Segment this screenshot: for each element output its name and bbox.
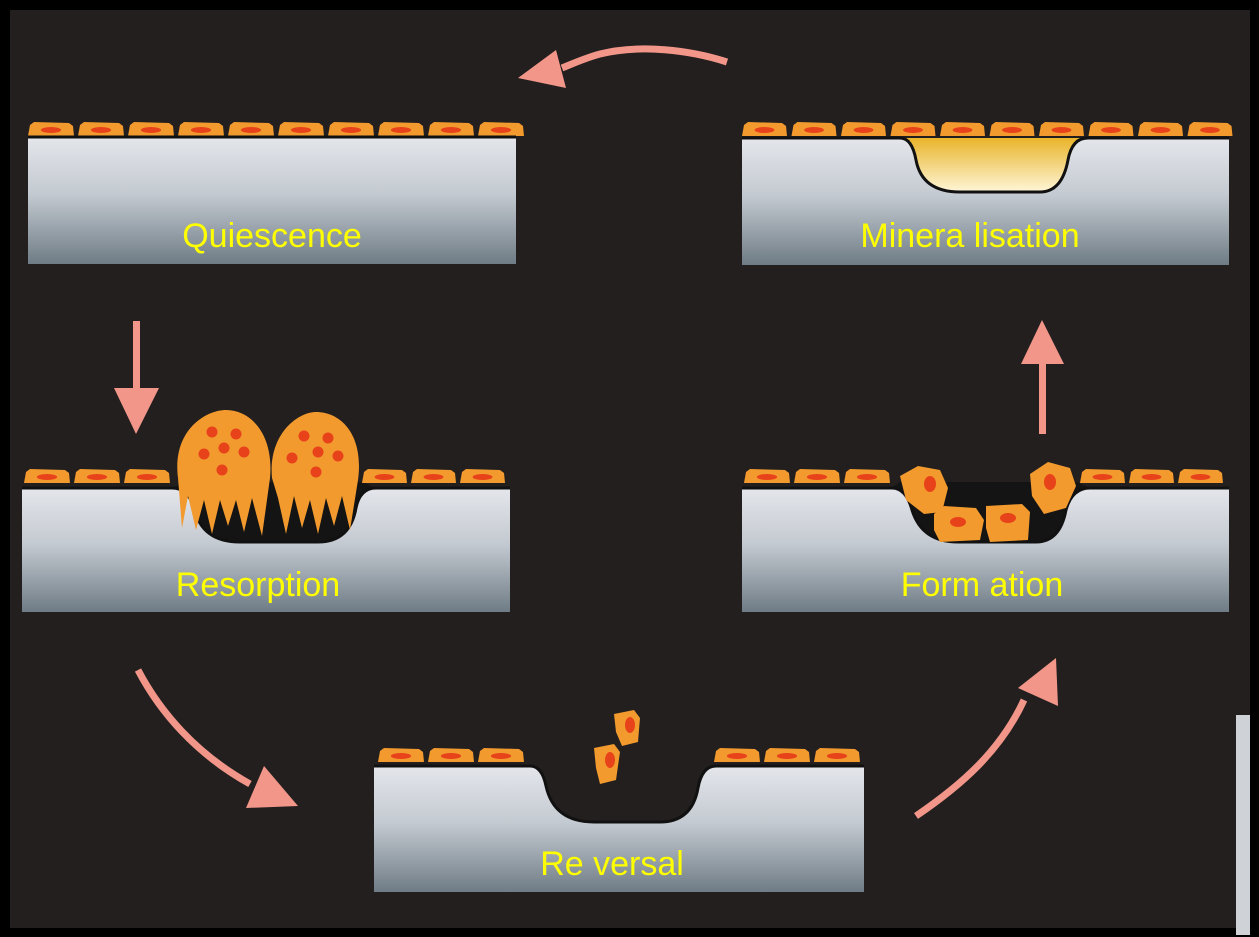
lining-cell-nucleus: [856, 474, 878, 480]
osteoblast: [900, 466, 948, 514]
bone-block: [374, 766, 864, 892]
lining-cell-nucleus: [290, 127, 312, 133]
lining-cell-nucleus: [36, 474, 58, 480]
osteoclast-nucleus: [238, 446, 250, 458]
osteoblast: [1030, 462, 1076, 514]
osteoclast-nucleus: [310, 466, 322, 478]
bone-surface: [742, 136, 1229, 194]
lining-cell-nucleus: [1101, 127, 1121, 133]
lining-cell-nucleus: [726, 753, 748, 759]
lining-cell-nucleus: [440, 127, 462, 133]
lining-cells-left: [24, 469, 170, 483]
lining-cell-nucleus: [1190, 474, 1211, 480]
osteoclast-nucleus: [198, 448, 210, 460]
stage-label-mineralisation: Minera lisation: [860, 217, 1079, 255]
lining-cell-nucleus: [1141, 474, 1162, 480]
osteoblast-nucleus: [950, 517, 966, 527]
bone-block: [28, 136, 516, 264]
lining-cell-nucleus: [1200, 127, 1220, 133]
lining-cell-nucleus: [86, 474, 108, 480]
osteoblast-nucleus: [1044, 474, 1056, 490]
stage-quiescence: Quiescence: [28, 122, 524, 264]
stage-mineralisation: Minera lisation: [742, 122, 1233, 265]
stage-resorption: Resorption: [22, 410, 510, 612]
lining-cell-nucleus: [952, 127, 973, 133]
lining-cell-nucleus: [490, 753, 512, 759]
osteoclast-nucleus: [218, 442, 230, 454]
stage-label-resorption: Resorption: [176, 566, 340, 604]
lining-cell-nucleus: [1051, 127, 1072, 133]
stage-reversal: Re versal: [374, 710, 864, 892]
lining-cell-nucleus: [472, 474, 493, 480]
lining-cell-nucleus: [490, 127, 512, 133]
osteoclast: [177, 410, 271, 536]
lining-cell-nucleus: [190, 127, 212, 133]
lining-cell-nucleus: [903, 127, 923, 133]
stage-label-reversal: Re versal: [540, 845, 684, 883]
lining-cells-right: [362, 469, 505, 483]
detached-cell: [594, 744, 620, 784]
lining-cell-nucleus: [136, 474, 158, 480]
osteoclast-nucleus: [332, 450, 344, 462]
lining-cell-nucleus: [140, 127, 162, 133]
stage-label-formation: Form ation: [901, 566, 1064, 604]
lining-cells: [28, 122, 524, 136]
osteoblast-nucleus: [924, 476, 936, 492]
bone-block: [742, 488, 1229, 612]
cycle-arrows: [114, 45, 1064, 819]
lining-cell-nucleus: [1092, 474, 1113, 480]
osteoclast-nucleus: [298, 430, 310, 442]
osteoclast-nucleus: [286, 452, 298, 464]
stage-formation: Form ation: [742, 462, 1229, 612]
bone-surface: [374, 764, 864, 824]
arrow-resorption-to-reversal: [134, 668, 298, 808]
bone-block: [22, 488, 510, 612]
lining-cell-nucleus: [340, 127, 362, 133]
cell-nucleus: [625, 717, 635, 733]
osteoclast-nucleus: [230, 428, 242, 440]
osteoclast-nucleus: [312, 446, 324, 458]
lining-cell-nucleus: [240, 127, 262, 133]
osteoid-seam: [902, 138, 1082, 192]
lining-cells-right: [1080, 469, 1223, 483]
lining-cell-nucleus: [1150, 127, 1171, 133]
lining-cell-nucleus: [390, 753, 412, 759]
lining-cell-nucleus: [440, 753, 462, 759]
arrow-reversal-to-formation: [914, 658, 1058, 819]
stage-label-quiescence: Quiescence: [182, 217, 362, 255]
lining-cell-nucleus: [90, 127, 112, 133]
lining-cell-nucleus: [390, 127, 412, 133]
lining-cell-nucleus: [40, 127, 62, 133]
lining-cell-nucleus: [853, 127, 874, 133]
osteoclast-nucleus: [322, 432, 334, 444]
arrow-quiescence-to-resorption: [114, 321, 159, 434]
lining-cell-nucleus: [804, 127, 824, 133]
lining-cells-right: [714, 748, 860, 762]
lining-cells-left: [378, 748, 524, 762]
cell-nucleus: [605, 752, 615, 768]
lining-cell-nucleus: [826, 753, 848, 759]
arrow-formation-to-mineralisation: [1021, 320, 1064, 434]
bone-block: [742, 138, 1229, 265]
lining-cell-nucleus: [806, 474, 828, 480]
lining-cell-nucleus: [776, 753, 798, 759]
lining-cells: [742, 122, 1233, 136]
edge-slice: [1236, 715, 1250, 935]
osteoblast: [934, 506, 984, 542]
arrow-mineralisation-to-quiescence: [518, 45, 729, 88]
osteoclast-nucleus: [206, 426, 218, 438]
detached-cell: [614, 710, 640, 746]
osteoclast: [271, 412, 359, 534]
lining-cell-nucleus: [374, 474, 395, 480]
lining-cell-nucleus: [1002, 127, 1022, 133]
osteoclast-nucleus: [216, 464, 228, 476]
osteoblast: [986, 504, 1030, 542]
osteoblast-nucleus: [1000, 513, 1016, 523]
lining-cell-nucleus: [756, 474, 778, 480]
lining-cells-left: [744, 469, 890, 483]
lining-cell-nucleus: [754, 127, 775, 133]
lining-cell-nucleus: [423, 474, 444, 480]
